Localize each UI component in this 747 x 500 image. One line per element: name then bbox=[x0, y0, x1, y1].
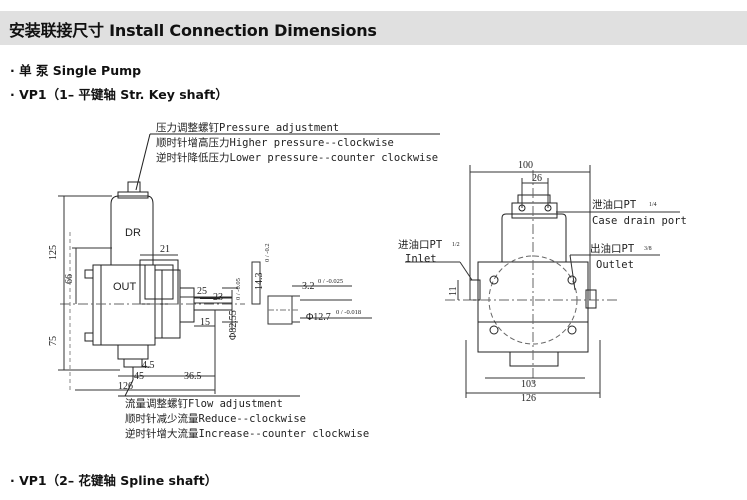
dim-21: 21 bbox=[160, 244, 170, 255]
inlet-label-cn: 进油口PT bbox=[398, 238, 443, 251]
dim-14-3-tol: 0 / -0.2 bbox=[264, 243, 271, 262]
dim-125: 125 bbox=[48, 245, 59, 260]
front-view-dimensions: 100 26 11 103 126 bbox=[405, 160, 680, 404]
dim-phi12-7: Φ12.7 bbox=[306, 312, 331, 323]
flow-adjustment-callout: 流量调整螺钉Flow adjustment 顺时针减少流量Reduce--clo… bbox=[118, 379, 369, 440]
dim-4-5: 4.5 bbox=[142, 360, 155, 371]
outlet-label-cn: 出油口PT bbox=[590, 242, 635, 255]
pump-body bbox=[92, 264, 156, 346]
side-view-dimensions: 125 66 75 21 25 23 15 Φ82.55 0 / -0.05 4… bbox=[48, 195, 242, 394]
outlet-frac: 3/8 bbox=[644, 246, 652, 252]
outlet-label-en: Outlet bbox=[596, 259, 634, 271]
drain-frac: 1/4 bbox=[649, 202, 657, 208]
dim-23: 23 bbox=[213, 292, 223, 303]
header-bar: 安装联接尺寸 Install Connection Dimensions bbox=[0, 11, 747, 45]
dim-45: 45 bbox=[134, 371, 144, 382]
front-view-callout-text: 泄油口PT 1/4 Case drain port 进油口PT 1/2 Inle… bbox=[398, 198, 687, 271]
flow-line-3: 逆时针增大流量Increase--counter clockwise bbox=[125, 427, 369, 440]
page-title: 安装联接尺寸 Install Connection Dimensions bbox=[9, 21, 377, 40]
dim-15: 15 bbox=[200, 317, 210, 328]
front-bottom-boss bbox=[509, 351, 559, 367]
pilot bbox=[179, 287, 195, 323]
dim-3-2: 3.2 bbox=[302, 281, 315, 292]
dr-label: DR bbox=[125, 227, 141, 239]
out-label: OUT bbox=[113, 281, 137, 293]
dim-11: 11 bbox=[448, 286, 459, 296]
dim-26: 26 bbox=[532, 173, 542, 184]
dr-housing bbox=[110, 195, 154, 266]
dim-phi12-7-tol: 0 / -0.018 bbox=[336, 309, 361, 316]
section-vp1-key-shaft: · VP1（1– 平键轴 Str. Key shaft） bbox=[10, 87, 228, 102]
pressure-adjustment-callout: 压力调整螺钉Pressure adjustment 顺时针增高压力Higher … bbox=[135, 121, 440, 191]
flow-line-2: 顺时针减少流量Reduce--clockwise bbox=[125, 412, 306, 425]
pressure-line-3: 逆时针降低压力Lower pressure--counter clockwise bbox=[156, 151, 438, 164]
dim-14-3: 14.3 bbox=[254, 273, 265, 291]
dim-103: 103 bbox=[521, 379, 536, 390]
dim-126-side: 126 bbox=[118, 381, 133, 392]
inlet-label-en: Inlet bbox=[405, 253, 437, 265]
dim-phi82: Φ82.55 bbox=[228, 310, 239, 340]
drain-label-cn: 泄油口PT bbox=[592, 198, 637, 211]
flow-line-1: 流量调整螺钉Flow adjustment bbox=[125, 397, 283, 410]
section-vp1-spline-shaft: · VP1（2– 花键轴 Spline shaft） bbox=[10, 473, 218, 488]
flow-screw bbox=[123, 358, 143, 368]
pressure-screw bbox=[127, 181, 141, 193]
pressure-line-1: 压力调整螺钉Pressure adjustment bbox=[156, 121, 339, 134]
outlet-block bbox=[139, 259, 179, 305]
dim-phi82-tol: 0 / -0.05 bbox=[235, 278, 242, 300]
dim-75: 75 bbox=[48, 336, 59, 346]
outlet-port bbox=[585, 289, 597, 309]
dim-66: 66 bbox=[64, 274, 75, 284]
drain-label-en: Case drain port bbox=[592, 215, 687, 227]
dim-126-front: 126 bbox=[521, 393, 536, 404]
dim-25: 25 bbox=[197, 286, 207, 297]
pressure-line-2: 顺时针增高压力Higher pressure--clockwise bbox=[156, 136, 394, 149]
side-view-pump: DR OUT bbox=[60, 181, 245, 390]
shaft-key-detail: 3.2 0 / -0.025 Φ12.7 0 / -0.018 14.3 0 /… bbox=[251, 243, 372, 325]
dim-100: 100 bbox=[518, 160, 533, 171]
front-top-cap bbox=[511, 202, 558, 219]
section-single-pump: · 单 泵 Single Pump bbox=[10, 63, 142, 78]
dim-36-5: 36.5 bbox=[184, 371, 202, 382]
inlet-frac: 1/2 bbox=[452, 242, 460, 248]
dim-3-2-tol: 0 / -0.025 bbox=[318, 278, 343, 285]
